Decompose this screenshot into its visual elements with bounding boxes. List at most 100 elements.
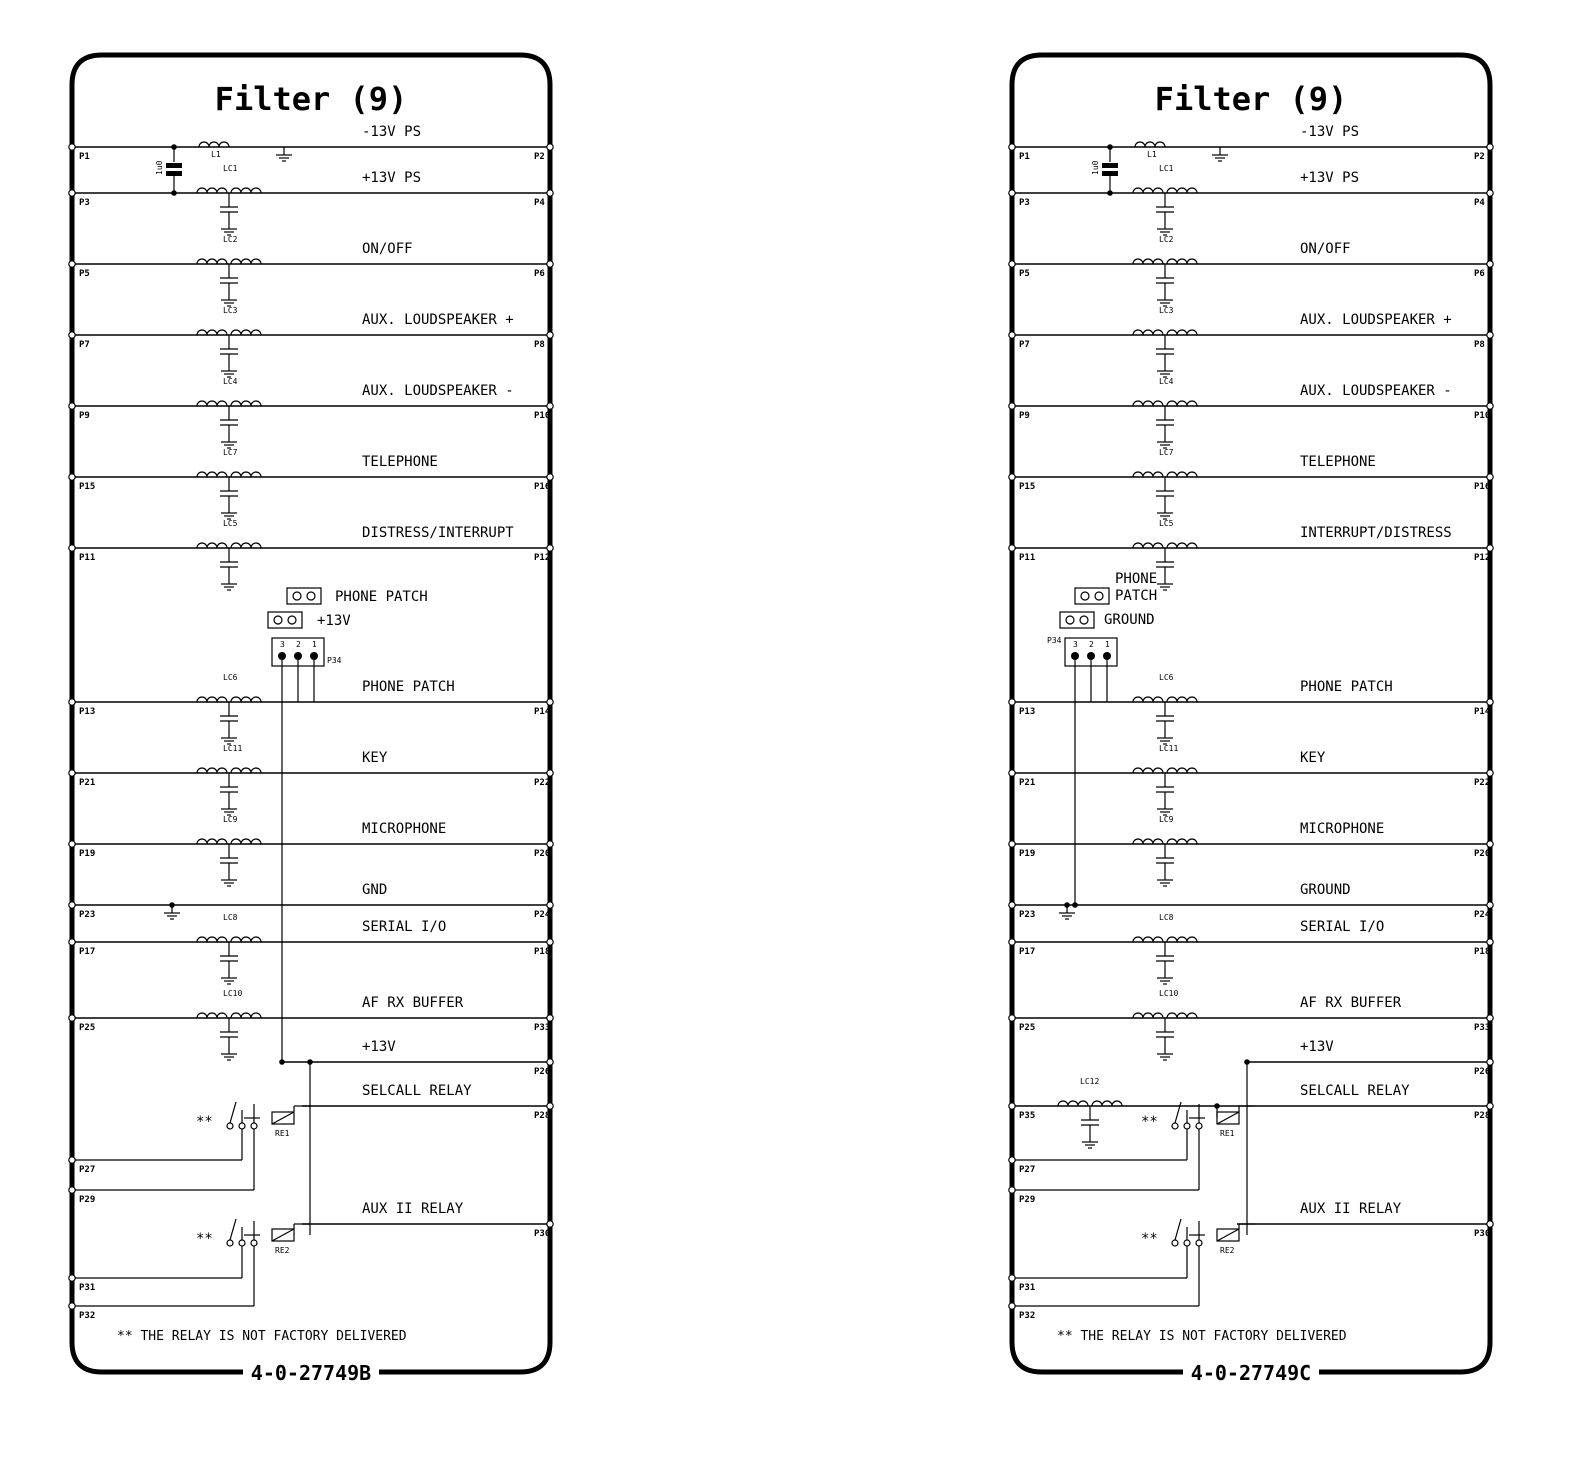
pin-right: P8 <box>534 340 545 350</box>
terminal <box>68 189 76 197</box>
pin-left: P9 <box>1019 411 1030 421</box>
pin-right: P18 <box>1474 947 1490 957</box>
pin-right: P12 <box>534 553 550 563</box>
line-label: PHONE PATCH <box>1300 679 1393 695</box>
pin-left: P27 <box>79 1165 95 1175</box>
comp-label: LC11 <box>223 744 242 753</box>
header-pin-number: 1 <box>312 640 317 649</box>
relay-contact <box>238 1239 246 1247</box>
pin-left: P32 <box>79 1311 95 1321</box>
cap-plate <box>166 163 182 168</box>
relay-contact <box>226 1239 234 1247</box>
relay-contact <box>1183 1239 1191 1247</box>
line-label: SERIAL I/O <box>1300 919 1384 935</box>
pin-right: P14 <box>534 707 551 717</box>
comp-label: LC6 <box>223 673 238 682</box>
line-label: ON/OFF <box>362 241 413 257</box>
inductor-coil <box>1166 767 1198 774</box>
line-label: AF RX BUFFER <box>362 995 464 1011</box>
line-label: +13V PS <box>362 170 421 186</box>
jumper-label: +13V <box>317 613 351 629</box>
terminal <box>546 331 554 339</box>
line-label: KEY <box>1300 750 1326 766</box>
line-label: MICROPHONE <box>1300 821 1384 837</box>
relay-mark: ** <box>1141 1114 1158 1130</box>
line-label: AUX II RELAY <box>1300 1201 1402 1217</box>
pin-left: P7 <box>79 340 90 350</box>
pin-left: P9 <box>79 411 90 421</box>
header-pin <box>294 652 302 660</box>
pin-right: P33 <box>534 1023 550 1033</box>
pin-right: P14 <box>1474 707 1491 717</box>
doc-number: 4-0-27749C <box>1191 1361 1311 1385</box>
pin-right: P12 <box>1474 553 1490 563</box>
jumper-phone-patch <box>286 587 322 605</box>
inductor-coil <box>230 696 262 703</box>
line-label: AUX. LOUDSPEAKER - <box>362 383 514 399</box>
line-label: -13V PS <box>1300 124 1359 140</box>
doc-number-bg <box>1183 1360 1319 1382</box>
terminal <box>1008 1302 1016 1310</box>
terminal <box>546 1102 554 1110</box>
inductor-coil <box>230 187 262 194</box>
relay-contact <box>238 1122 246 1130</box>
relay-contact <box>226 1122 234 1130</box>
pin-left: P35 <box>1019 1111 1035 1121</box>
pin-left: P11 <box>79 553 95 563</box>
pin-left: P21 <box>1019 778 1035 788</box>
relay-contact <box>1183 1122 1191 1130</box>
relay-coil-diag <box>271 1111 295 1125</box>
terminal <box>546 544 554 552</box>
pin-right: P4 <box>1474 198 1485 208</box>
pin-left: P25 <box>1019 1023 1035 1033</box>
comp-label: LC5 <box>223 519 238 528</box>
comp-label: LC3 <box>1159 306 1174 315</box>
line-label: GND <box>362 882 387 898</box>
junction-dot <box>171 190 177 196</box>
inductor-coil <box>1132 1012 1164 1019</box>
cap-label: 1u0 <box>1091 160 1100 175</box>
inductor-coil <box>196 400 228 407</box>
terminal <box>1008 544 1016 552</box>
terminal <box>1486 189 1494 197</box>
inductor-coil <box>1166 936 1198 943</box>
jumper-pin <box>287 615 297 625</box>
pin-left: P29 <box>1019 1195 1035 1205</box>
relay-mark: ** <box>196 1231 213 1247</box>
comp-label: LC10 <box>223 989 242 998</box>
inductor-coil <box>196 696 228 703</box>
pin-left: P23 <box>1019 910 1035 920</box>
pin-left: P7 <box>1019 340 1030 350</box>
cap-plate <box>1102 171 1118 176</box>
jumper-pin <box>1079 615 1089 625</box>
inductor-coil <box>1166 329 1198 336</box>
inductor-coil <box>230 471 262 478</box>
relay-coil <box>271 1111 295 1125</box>
terminal <box>1008 769 1016 777</box>
inductor-coil <box>1132 400 1164 407</box>
inductor-coil <box>230 936 262 943</box>
terminal <box>546 901 554 909</box>
panel-title: Filter (9) <box>215 80 408 118</box>
inductor-coil <box>230 258 262 265</box>
terminal <box>1486 840 1494 848</box>
panel-right: Filter (9)4-0-27749C** THE RELAY IS NOT … <box>1008 52 1494 1385</box>
pin-left: P13 <box>1019 707 1035 717</box>
pin-left: P3 <box>79 198 90 208</box>
comp-label: LC11 <box>1159 744 1178 753</box>
comp-label: LC10 <box>1159 989 1178 998</box>
relay-contact <box>250 1239 258 1247</box>
inductor-coil <box>230 767 262 774</box>
terminal <box>1008 1102 1016 1110</box>
relay-coil-diag <box>271 1228 295 1242</box>
relay-label: RE1 <box>275 1129 290 1138</box>
header-pin <box>1087 652 1095 660</box>
junction-dot <box>1107 144 1113 150</box>
pin-left: P29 <box>79 1195 95 1205</box>
relay-contact <box>1195 1122 1203 1130</box>
comp-label: LC4 <box>223 377 238 386</box>
pin-right: P30 <box>534 1229 550 1239</box>
terminal <box>1008 1274 1016 1282</box>
line-label: SELCALL RELAY <box>1300 1083 1410 1099</box>
terminal <box>68 938 76 946</box>
